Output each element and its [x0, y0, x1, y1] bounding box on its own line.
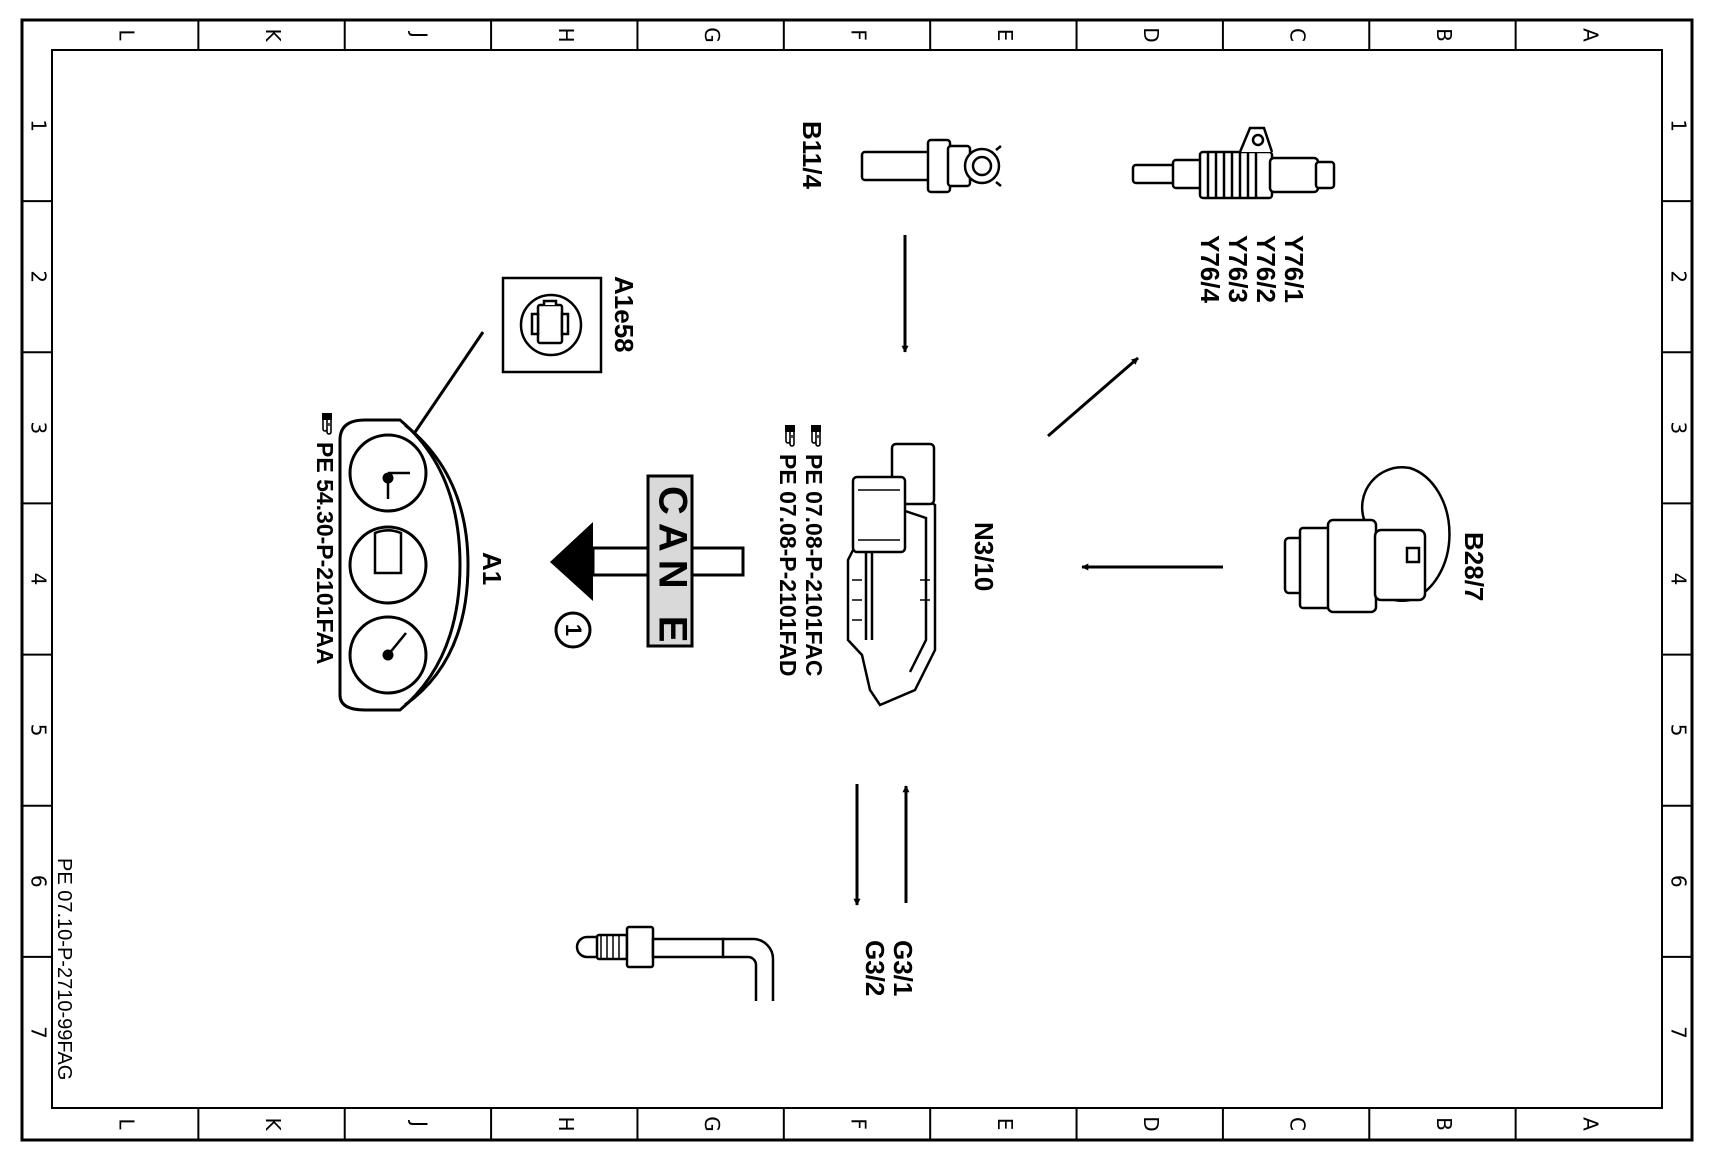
row-label: 3	[1667, 421, 1691, 434]
note-marker	[554, 611, 592, 649]
label-y76-group: Y76/1 Y76/2 Y76/3 Y76/4	[1195, 235, 1309, 303]
svg-text:A1: A1	[477, 552, 507, 585]
svg-text:PE 07.10-P-2710-99FAG: PE 07.10-P-2710-99FAG	[53, 858, 75, 1080]
oxygen-sensor-g3	[575, 925, 775, 1001]
signal-arrows	[853, 235, 1223, 906]
svg-text:CAN E: CAN E	[650, 486, 694, 650]
svg-text:Y76/1: Y76/1	[1279, 235, 1309, 303]
coolant-temp-sensor-b11-4	[860, 138, 1002, 194]
label-n3-10: N3/10	[969, 522, 999, 591]
engine-control-unit-n3-10	[846, 442, 937, 707]
row-label: 4	[27, 573, 51, 586]
engine-warning-lamp-a1e58	[501, 276, 603, 374]
column-label: A	[1578, 1117, 1602, 1131]
row-label: 1	[1667, 119, 1691, 132]
label-a1e58: A1e58	[609, 276, 639, 353]
row-label: 5	[1667, 724, 1691, 737]
svg-text:B11/4: B11/4	[797, 121, 827, 189]
column-label: G	[700, 1116, 724, 1132]
svg-text:PE 54.30-P-2101FAA: PE 54.30-P-2101FAA	[312, 442, 338, 664]
label-b11-4: B11/4	[797, 121, 827, 189]
pointing-hand-icon	[784, 424, 796, 447]
row-label: 1	[27, 119, 51, 132]
label-a1: A1	[477, 552, 507, 585]
row-label: 7	[27, 1026, 51, 1039]
column-label: E	[993, 1118, 1017, 1131]
column-label: D	[1139, 1116, 1163, 1131]
column-label: H	[554, 27, 578, 42]
column-label: K	[261, 28, 285, 42]
svg-text:Y76/4: Y76/4	[1195, 235, 1225, 303]
row-label: 2	[27, 270, 51, 283]
diagram-id: PE 07.10-P-2710-99FAG	[53, 858, 75, 1080]
camshaft-sensor-b28-7	[1283, 466, 1451, 614]
label-g3-group: G3/1 G3/2	[860, 940, 918, 996]
can-e-bus: CAN E 1	[550, 474, 745, 650]
check-engine-icon	[530, 299, 570, 345]
column-label: J	[407, 30, 431, 38]
svg-text:Y76/3: Y76/3	[1223, 235, 1253, 303]
column-label: C	[1286, 1117, 1310, 1131]
column-label: L	[115, 29, 139, 41]
svg-text:PE 07.08-P-2101FAD: PE 07.08-P-2101FAD	[775, 454, 801, 676]
column-label: D	[1139, 27, 1163, 42]
column-label: J	[407, 1119, 431, 1127]
pointing-hand-icon	[810, 424, 822, 447]
column-label: L	[115, 1118, 139, 1130]
row-label: 3	[27, 421, 51, 434]
reference-n3-10: PE 07.08-P-2101FAC PE 07.08-P-2101FAD	[775, 424, 827, 676]
drawing-frame	[20, 18, 1694, 1142]
column-label: B	[1432, 28, 1456, 42]
svg-text:Y76/2: Y76/2	[1251, 235, 1281, 303]
svg-text:G3/2: G3/2	[860, 940, 890, 996]
svg-text:B28/7: B28/7	[1459, 532, 1489, 601]
svg-text:PE 07.08-P-2101FAC: PE 07.08-P-2101FAC	[801, 454, 827, 676]
reference-a1: PE 54.30-P-2101FAA	[312, 412, 338, 664]
row-label: 7	[1667, 1026, 1691, 1039]
svg-text:A1e58: A1e58	[609, 276, 639, 353]
row-label: 6	[27, 875, 51, 888]
row-label: 4	[1667, 573, 1691, 586]
instrument-cluster-a1	[338, 418, 470, 712]
label-b28-7: B28/7	[1459, 532, 1489, 601]
fuel-injector-y76	[1131, 126, 1336, 200]
svg-text:G3/1: G3/1	[888, 940, 918, 996]
svg-text:N3/10: N3/10	[969, 522, 999, 591]
column-label: B	[1432, 1117, 1456, 1131]
column-label: F	[847, 29, 871, 41]
column-label: G	[700, 27, 724, 43]
column-label: F	[847, 1118, 871, 1130]
row-label: 5	[27, 724, 51, 737]
column-label: K	[261, 1117, 285, 1131]
svg-text:1: 1	[561, 624, 586, 636]
column-label: E	[993, 29, 1017, 42]
column-label: H	[554, 1116, 578, 1131]
pointing-hand-icon	[321, 412, 333, 435]
row-label: 6	[1667, 875, 1691, 888]
column-label: A	[1578, 28, 1602, 42]
row-label: 2	[1667, 270, 1691, 283]
column-label: C	[1286, 28, 1310, 42]
